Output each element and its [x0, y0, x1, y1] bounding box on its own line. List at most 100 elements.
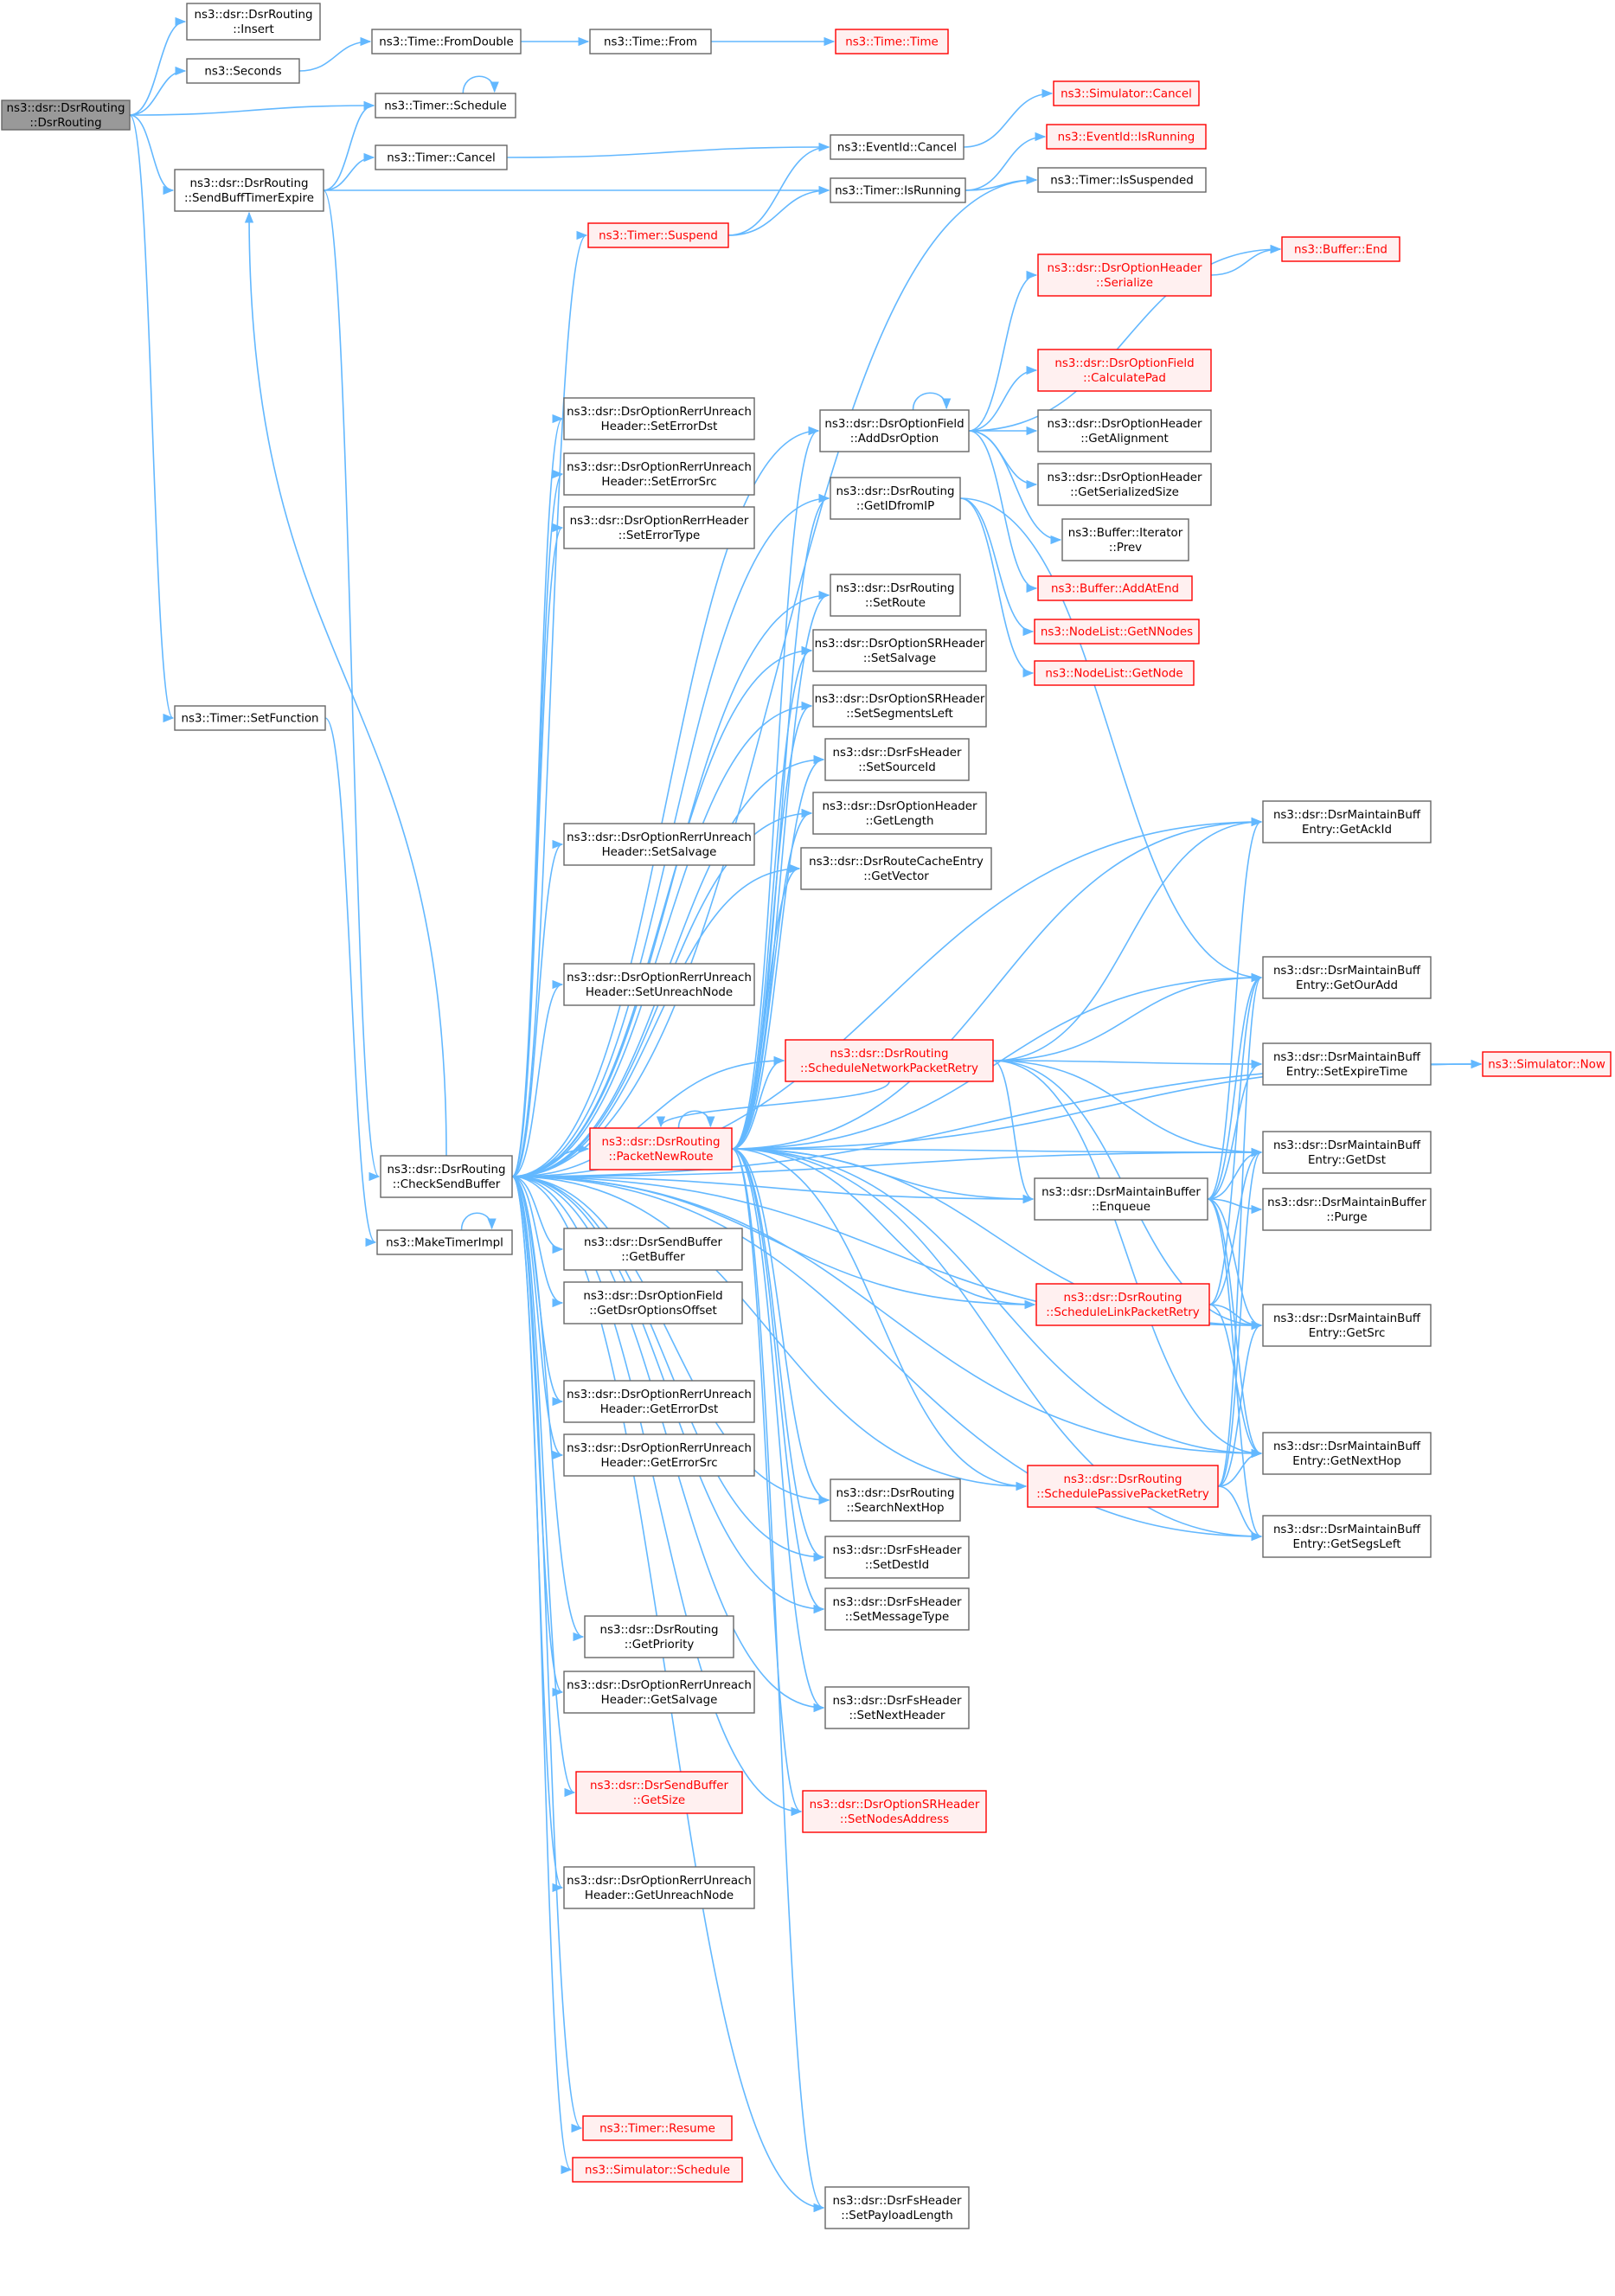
node-box-getnnodes[interactable] [1034, 619, 1200, 645]
node-box-geterrorsrc[interactable] [563, 1433, 755, 1477]
node-box-setexpire[interactable] [1262, 1042, 1432, 1086]
node-seterrorsrc[interactable]: ns3::dsr::DsrOptionRerrUnreachHeader::Se… [563, 452, 755, 496]
node-enqueue[interactable]: ns3::dsr::DsrMaintainBuffer::Enqueue [1034, 1177, 1208, 1221]
node-setsourceid[interactable]: ns3::dsr::DsrFsHeader::SetSourceId [824, 738, 970, 781]
node-box-getsrc[interactable] [1262, 1304, 1432, 1347]
node-getouradd[interactable]: ns3::dsr::DsrMaintainBuffEntry::GetOurAd… [1262, 956, 1432, 999]
node-seconds[interactable]: ns3::Seconds [186, 58, 300, 84]
node-box-setunreach[interactable] [563, 963, 755, 1006]
node-box-setroute[interactable] [830, 574, 961, 617]
node-setunreach[interactable]: ns3::dsr::DsrOptionRerrUnreachHeader::Se… [563, 963, 755, 1006]
node-iterprev[interactable]: ns3::Buffer::Iterator::Prev [1061, 518, 1189, 561]
node-box-getalign[interactable] [1037, 409, 1212, 452]
node-bufend[interactable]: ns3::Buffer::End [1281, 236, 1400, 262]
node-setnodesaddr[interactable]: ns3::dsr::DsrOptionSRHeader::SetNodesAdd… [802, 1790, 987, 1833]
node-calcpad[interactable]: ns3::dsr::DsrOptionField::CalculatePad [1037, 349, 1212, 392]
node-getalign[interactable]: ns3::dsr::DsrOptionHeader::GetAlignment [1037, 409, 1212, 452]
node-box-srsetsalvage[interactable] [812, 629, 987, 672]
node-time[interactable]: ns3::Time::Time [835, 29, 949, 55]
node-isrunning[interactable]: ns3::Timer::IsRunning [830, 177, 966, 203]
node-box-getsersize[interactable] [1037, 463, 1212, 506]
node-box-suspend[interactable] [587, 222, 729, 248]
node-simnow[interactable]: ns3::Simulator::Now [1482, 1051, 1612, 1077]
node-box-setsourceid[interactable] [824, 738, 970, 781]
node-getdsroff[interactable]: ns3::dsr::DsrOptionField::GetDsrOptionsO… [563, 1281, 743, 1324]
node-rerrsetsalvage[interactable]: ns3::dsr::DsrOptionRerrUnreachHeader::Se… [563, 823, 755, 866]
node-optserialize[interactable]: ns3::dsr::DsrOptionHeader::Serialize [1037, 253, 1212, 297]
node-box-getbuffer[interactable] [563, 1228, 743, 1271]
node-box-resume[interactable] [582, 2115, 733, 2141]
node-box-root[interactable] [1, 99, 131, 131]
node-resume[interactable]: ns3::Timer::Resume [582, 2115, 733, 2141]
node-box-from[interactable] [589, 29, 712, 55]
node-seterrordst[interactable]: ns3::dsr::DsrOptionRerrUnreachHeader::Se… [563, 397, 755, 440]
node-box-enqueue[interactable] [1034, 1177, 1208, 1221]
node-simcancel[interactable]: ns3::Simulator::Cancel [1053, 80, 1200, 106]
node-getidfromip[interactable]: ns3::dsr::DsrRouting::GetIDfromIP [830, 477, 961, 520]
node-box-getdst[interactable] [1262, 1131, 1432, 1174]
node-box-getnode[interactable] [1034, 660, 1195, 686]
node-getbuffer[interactable]: ns3::dsr::DsrSendBuffer::GetBuffer [563, 1228, 743, 1271]
node-sendbuff[interactable]: ns3::dsr::DsrRouting::SendBuffTimerExpir… [174, 169, 324, 212]
node-box-calcpad[interactable] [1037, 349, 1212, 392]
node-box-purge[interactable] [1262, 1188, 1432, 1231]
node-seterrortype[interactable]: ns3::dsr::DsrOptionRerrHeader::SetErrorT… [563, 506, 755, 549]
node-box-checksend[interactable] [380, 1155, 513, 1198]
node-getsersize[interactable]: ns3::dsr::DsrOptionHeader::GetSerialized… [1037, 463, 1212, 506]
node-schednet[interactable]: ns3::dsr::DsrRouting::ScheduleNetworkPac… [785, 1039, 994, 1082]
node-box-simcancel[interactable] [1053, 80, 1200, 106]
node-searchnexthop[interactable]: ns3::dsr::DsrRouting::SearchNextHop [830, 1478, 961, 1522]
node-box-getsegsleft[interactable] [1262, 1515, 1432, 1558]
node-setmsgtype[interactable]: ns3::dsr::DsrFsHeader::SetMessageType [824, 1587, 970, 1631]
node-box-searchnexthop[interactable] [830, 1478, 961, 1522]
node-box-addatend[interactable] [1037, 575, 1193, 601]
node-box-setnexthdr[interactable] [824, 1686, 970, 1729]
node-box-getlength[interactable] [812, 792, 987, 835]
node-box-schedpassive[interactable] [1027, 1465, 1219, 1508]
node-box-fromdouble[interactable] [371, 29, 522, 55]
node-box-getpriority[interactable] [584, 1615, 734, 1658]
node-box-optserialize[interactable] [1037, 253, 1212, 297]
node-geterrordst[interactable]: ns3::dsr::DsrOptionRerrUnreachHeader::Ge… [563, 1380, 755, 1423]
node-getpriority[interactable]: ns3::dsr::DsrRouting::GetPriority [584, 1615, 734, 1658]
node-box-setpayload[interactable] [824, 2186, 970, 2229]
node-rerrgetsalvage[interactable]: ns3::dsr::DsrOptionRerrUnreachHeader::Ge… [563, 1671, 755, 1714]
node-box-sendbuff[interactable] [174, 169, 324, 212]
node-schedule[interactable]: ns3::Timer::Schedule [375, 93, 516, 119]
node-evcancel[interactable]: ns3::EventId::Cancel [830, 134, 965, 160]
node-fromdouble[interactable]: ns3::Time::FromDouble [371, 29, 522, 55]
node-box-rerrgetsalvage[interactable] [563, 1671, 755, 1714]
node-getnnodes[interactable]: ns3::NodeList::GetNNodes [1034, 619, 1200, 645]
node-box-getunreach[interactable] [563, 1866, 755, 1909]
node-getvector[interactable]: ns3::dsr::DsrRouteCacheEntry::GetVector [800, 847, 992, 890]
node-box-setmsgtype[interactable] [824, 1587, 970, 1631]
node-setdestid[interactable]: ns3::dsr::DsrFsHeader::SetDestId [824, 1536, 970, 1579]
node-tcancel[interactable]: ns3::Timer::Cancel [375, 144, 508, 170]
node-box-time[interactable] [835, 29, 949, 55]
node-box-simnow[interactable] [1482, 1051, 1612, 1077]
node-setnexthdr[interactable]: ns3::dsr::DsrFsHeader::SetNextHeader [824, 1686, 970, 1729]
node-box-evisrunning[interactable] [1046, 124, 1207, 150]
node-pktnewroute[interactable]: ns3::dsr::DsrRouting::PacketNewRoute [589, 1127, 733, 1170]
node-box-tcancel[interactable] [375, 144, 508, 170]
node-box-issuspended[interactable] [1037, 167, 1207, 193]
node-srsetsalvage[interactable]: ns3::dsr::DsrOptionSRHeader::SetSalvage [812, 629, 987, 672]
node-box-schedlink[interactable] [1035, 1283, 1210, 1326]
node-setexpire[interactable]: ns3::dsr::DsrMaintainBuffEntry::SetExpir… [1262, 1042, 1432, 1086]
node-box-getouradd[interactable] [1262, 956, 1432, 999]
node-geterrorsrc[interactable]: ns3::dsr::DsrOptionRerrUnreachHeader::Ge… [563, 1433, 755, 1477]
node-getunreach[interactable]: ns3::dsr::DsrOptionRerrUnreachHeader::Ge… [563, 1866, 755, 1909]
node-box-setnodesaddr[interactable] [802, 1790, 987, 1833]
node-getnode[interactable]: ns3::NodeList::GetNode [1034, 660, 1195, 686]
node-box-getdsroff[interactable] [563, 1281, 743, 1324]
node-issuspended[interactable]: ns3::Timer::IsSuspended [1037, 167, 1207, 193]
node-getsize[interactable]: ns3::dsr::DsrSendBuffer::GetSize [575, 1771, 743, 1814]
node-box-seterrortype[interactable] [563, 506, 755, 549]
node-box-setsegleft[interactable] [812, 684, 987, 728]
node-getnexthop[interactable]: ns3::dsr::DsrMaintainBuffEntry::GetNextH… [1262, 1432, 1432, 1475]
node-box-seterrorsrc[interactable] [563, 452, 755, 496]
node-box-insert[interactable] [186, 3, 321, 41]
